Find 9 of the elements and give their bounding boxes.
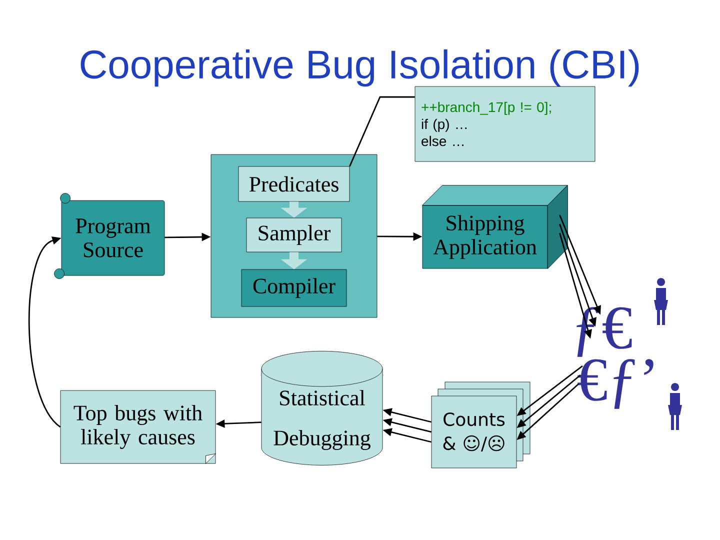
database-cylinder: Statistical Debugging (261, 350, 383, 466)
users-glyphs: ƒ€ €ƒ’ (576, 307, 654, 409)
process-box: Predicates (238, 166, 350, 202)
callout-box: ++branch_17[p != 0]; if (p) … else … (414, 86, 596, 162)
title: Cooperative Bug Isolation (CBI) (80, 49, 639, 87)
process-box: Compiler (241, 269, 347, 307)
page-stack: Counts & ☺/☹ (431, 382, 530, 468)
crate-box: Shipping Application (422, 185, 568, 269)
document-box: Top bugs with likely causes (60, 390, 216, 464)
